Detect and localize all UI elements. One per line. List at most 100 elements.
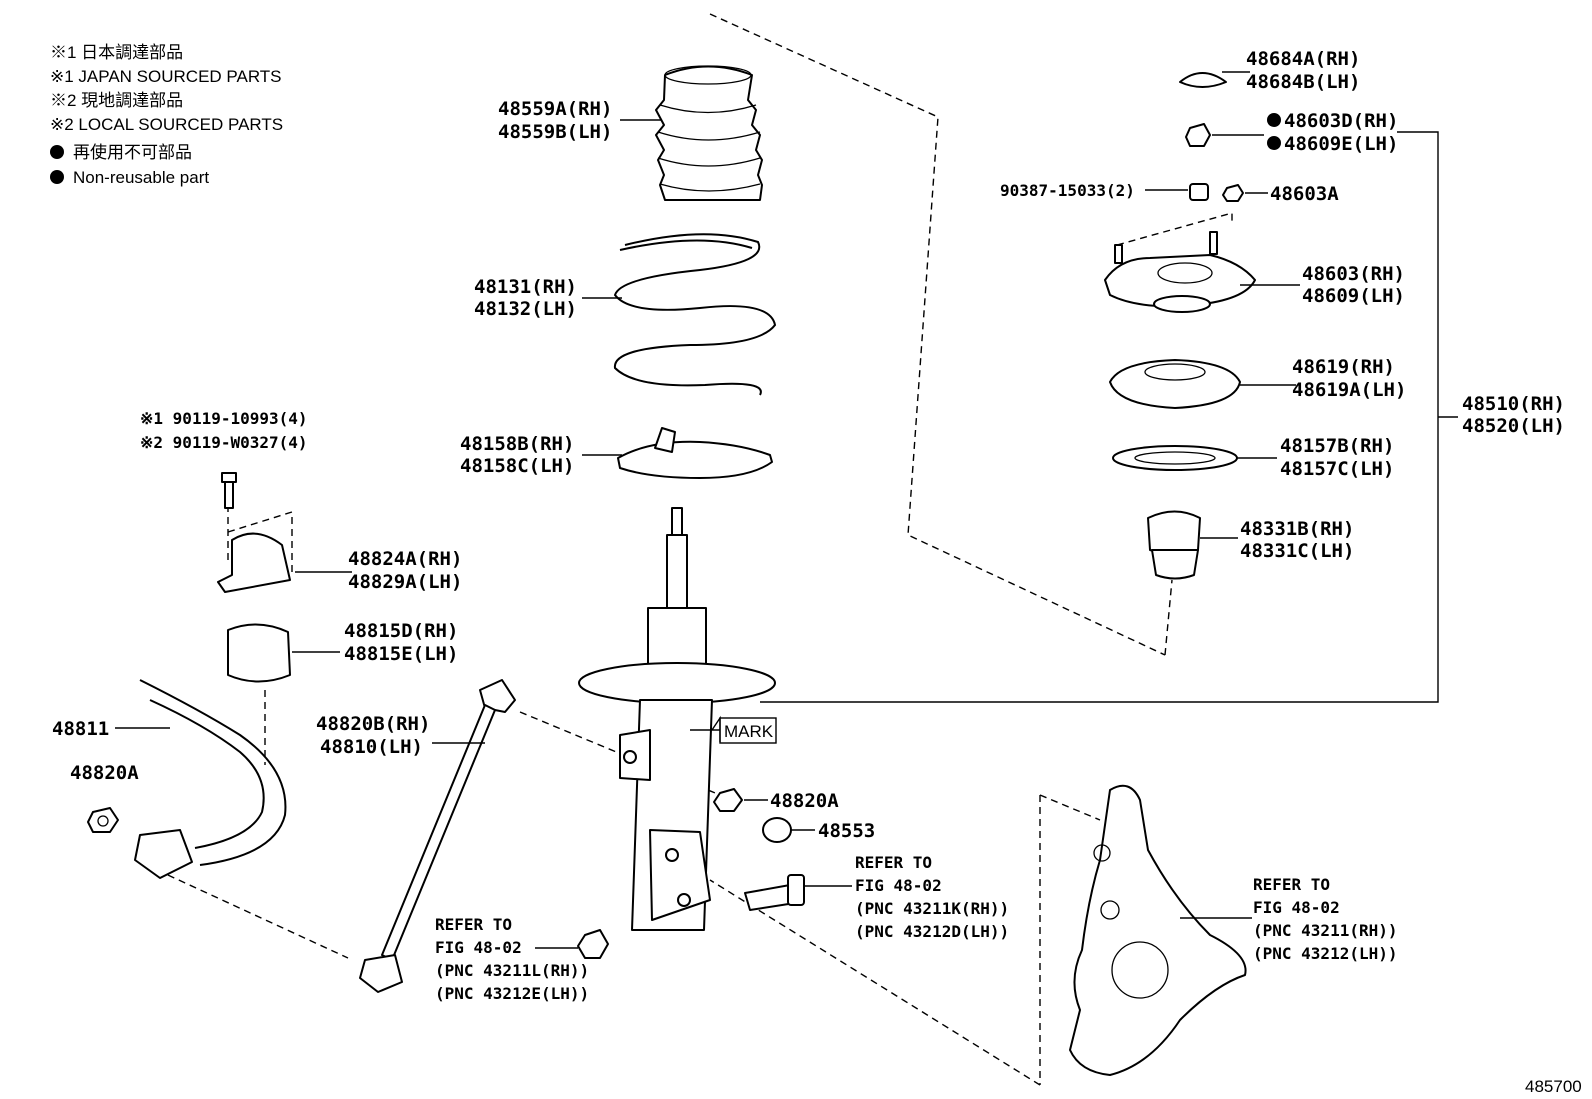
- label-48158b: 48158B(RH): [460, 433, 574, 455]
- label-48820a-mid: 48820A: [770, 790, 839, 812]
- refer-line-1: REFER TO: [1253, 875, 1330, 894]
- coil-spring: [613, 233, 777, 396]
- bracket-guide-line: [227, 511, 293, 575]
- knuckle-hole: [1100, 900, 1120, 920]
- dust-boot-top: [664, 65, 752, 85]
- dust-boot: [655, 65, 763, 201]
- bearing-shape: [1109, 359, 1241, 409]
- label-48824a: 48824A(RH): [348, 548, 462, 570]
- non-reusable-dot-icon: [1267, 136, 1281, 150]
- refer-line-1: REFER TO: [855, 853, 932, 872]
- insulator-shape: [1112, 445, 1238, 471]
- upper-mount-parts: [1104, 72, 1268, 580]
- legend-nonreusable-jp: 再使用不可部品: [73, 142, 192, 162]
- bumper-top: [1147, 510, 1201, 555]
- label-48510: 48510(RH): [1462, 393, 1565, 415]
- refer-line-4: (PNC 43212D(LH)): [855, 922, 1009, 941]
- label-48331c: 48331C(LH): [1240, 540, 1354, 562]
- spring-seat: [617, 427, 773, 479]
- upper-mount-center: [1157, 262, 1213, 284]
- steering-knuckle: [1069, 784, 1252, 1076]
- coil-spring-top: [619, 239, 753, 251]
- strut-rod: [666, 534, 688, 611]
- refer-line-1: REFER TO: [435, 915, 512, 934]
- label-48619: 48619(RH): [1292, 356, 1395, 378]
- upper-mount-stud: [1209, 231, 1218, 255]
- part-labels: 48559A(RH) 48559B(LH) 48131(RH) 48132(LH…: [52, 48, 1582, 1096]
- label-48553: 48553: [818, 820, 875, 842]
- bracket-shape: [217, 532, 291, 593]
- label-48619a: 48619A(LH): [1292, 379, 1406, 401]
- nut-48603a-shape: [1222, 184, 1244, 202]
- non-reusable-dot-icon: [1267, 113, 1281, 127]
- refer-line-3: (PNC 43211(RH)): [1253, 921, 1398, 940]
- mount-stud-guide-line: [1116, 212, 1233, 246]
- strut-rod-tip: [671, 507, 683, 539]
- refer-lower-nut: REFER TO FIG 48-02 (PNC 43211L(RH)) (PNC…: [435, 915, 589, 1003]
- dust-boot-ribs: [657, 104, 761, 192]
- strut-assembly-dashed-outline: [709, 13, 1166, 656]
- nut-hole: [97, 815, 109, 827]
- leaders-center: [582, 71, 1300, 744]
- knuckle-dashed-line: [709, 879, 1041, 1086]
- cap-shape: [1179, 72, 1227, 88]
- label-48157c: 48157C(LH): [1280, 458, 1394, 480]
- stabilizer-bar-outer: [139, 679, 287, 866]
- knuckle-dashed-line: [1039, 794, 1101, 821]
- refer-line-2: FIG 48-02: [1253, 898, 1340, 917]
- label-48559a: 48559A(RH): [498, 98, 612, 120]
- nut-48820a-left-shape: [87, 807, 119, 833]
- label-48331b: 48331B(RH): [1240, 518, 1354, 540]
- legend-japan-en: ※1 JAPAN SOURCED PARTS: [50, 67, 282, 86]
- stabilizer-bar-inner: [149, 699, 265, 849]
- label-48820a-left: 48820A: [70, 762, 139, 784]
- bolt-head: [221, 472, 237, 483]
- non-reusable-dot-icon: [50, 170, 64, 184]
- upper-mount-shape: [1104, 254, 1256, 308]
- legend-local-en: ※2 LOCAL SOURCED PARTS: [50, 115, 283, 134]
- knuckle-bolt-head: [787, 874, 805, 906]
- collar-shape: [1189, 183, 1209, 201]
- knuckle-shape: [1069, 784, 1247, 1076]
- label-48603: 48603(RH): [1302, 263, 1405, 285]
- nut-48603d-shape: [1185, 123, 1211, 147]
- legend: ※1 日本調達部品 ※1 JAPAN SOURCED PARTS ※2 現地調達…: [50, 43, 283, 187]
- legend-japan-jp: ※1 日本調達部品: [50, 43, 183, 62]
- nut-48820a-mid-shape: [713, 788, 743, 812]
- coil-spring-line: [613, 233, 777, 396]
- upper-mount-stud: [1114, 244, 1123, 264]
- dust-boot-shape: [655, 65, 763, 201]
- label-48815d: 48815D(RH): [344, 620, 458, 642]
- strut-lower-seat: [578, 662, 776, 704]
- upper-mount-bottom: [1153, 295, 1211, 313]
- label-48157b: 48157B(RH): [1280, 435, 1394, 457]
- assembly-bracket-line: [760, 131, 1439, 703]
- assembly-bracket: [760, 131, 1458, 703]
- label-48811: 48811: [52, 718, 109, 740]
- spring-seat-tab: [654, 427, 676, 453]
- refer-knuckle: REFER TO FIG 48-02 (PNC 43211(RH)) (PNC …: [1253, 875, 1398, 963]
- legend-nonreusable-en: Non-reusable part: [73, 168, 209, 187]
- non-reusable-dot-icon: [50, 145, 64, 159]
- bumper-bottom: [1151, 549, 1199, 580]
- label-48131: 48131(RH): [474, 276, 577, 298]
- refer-line-3: (PNC 43211K(RH)): [855, 899, 1009, 918]
- nut-48553-shape: [762, 817, 792, 843]
- label-48603d: 48603D(RH): [1284, 110, 1398, 132]
- strut-bracket-hole: [677, 893, 691, 907]
- strut-bracket-hole: [665, 848, 679, 862]
- refer-line-2: FIG 48-02: [855, 876, 942, 895]
- spring-seat-shape: [617, 440, 773, 479]
- lower-nut-shape: [577, 929, 609, 959]
- label-48815e: 48815E(LH): [344, 643, 458, 665]
- refer-line-2: FIG 48-02: [435, 938, 522, 957]
- label-48603a: 48603A: [1270, 183, 1339, 205]
- label-48684b: 48684B(LH): [1246, 71, 1360, 93]
- link-lower-joint: [359, 954, 403, 993]
- mark-box: [719, 717, 777, 744]
- mark-label: MARK: [724, 722, 774, 741]
- strut-fasteners: [535, 788, 852, 959]
- stabilizer-link: [359, 679, 516, 993]
- label-48609: 48609(LH): [1302, 285, 1405, 307]
- bearing-center: [1144, 363, 1206, 381]
